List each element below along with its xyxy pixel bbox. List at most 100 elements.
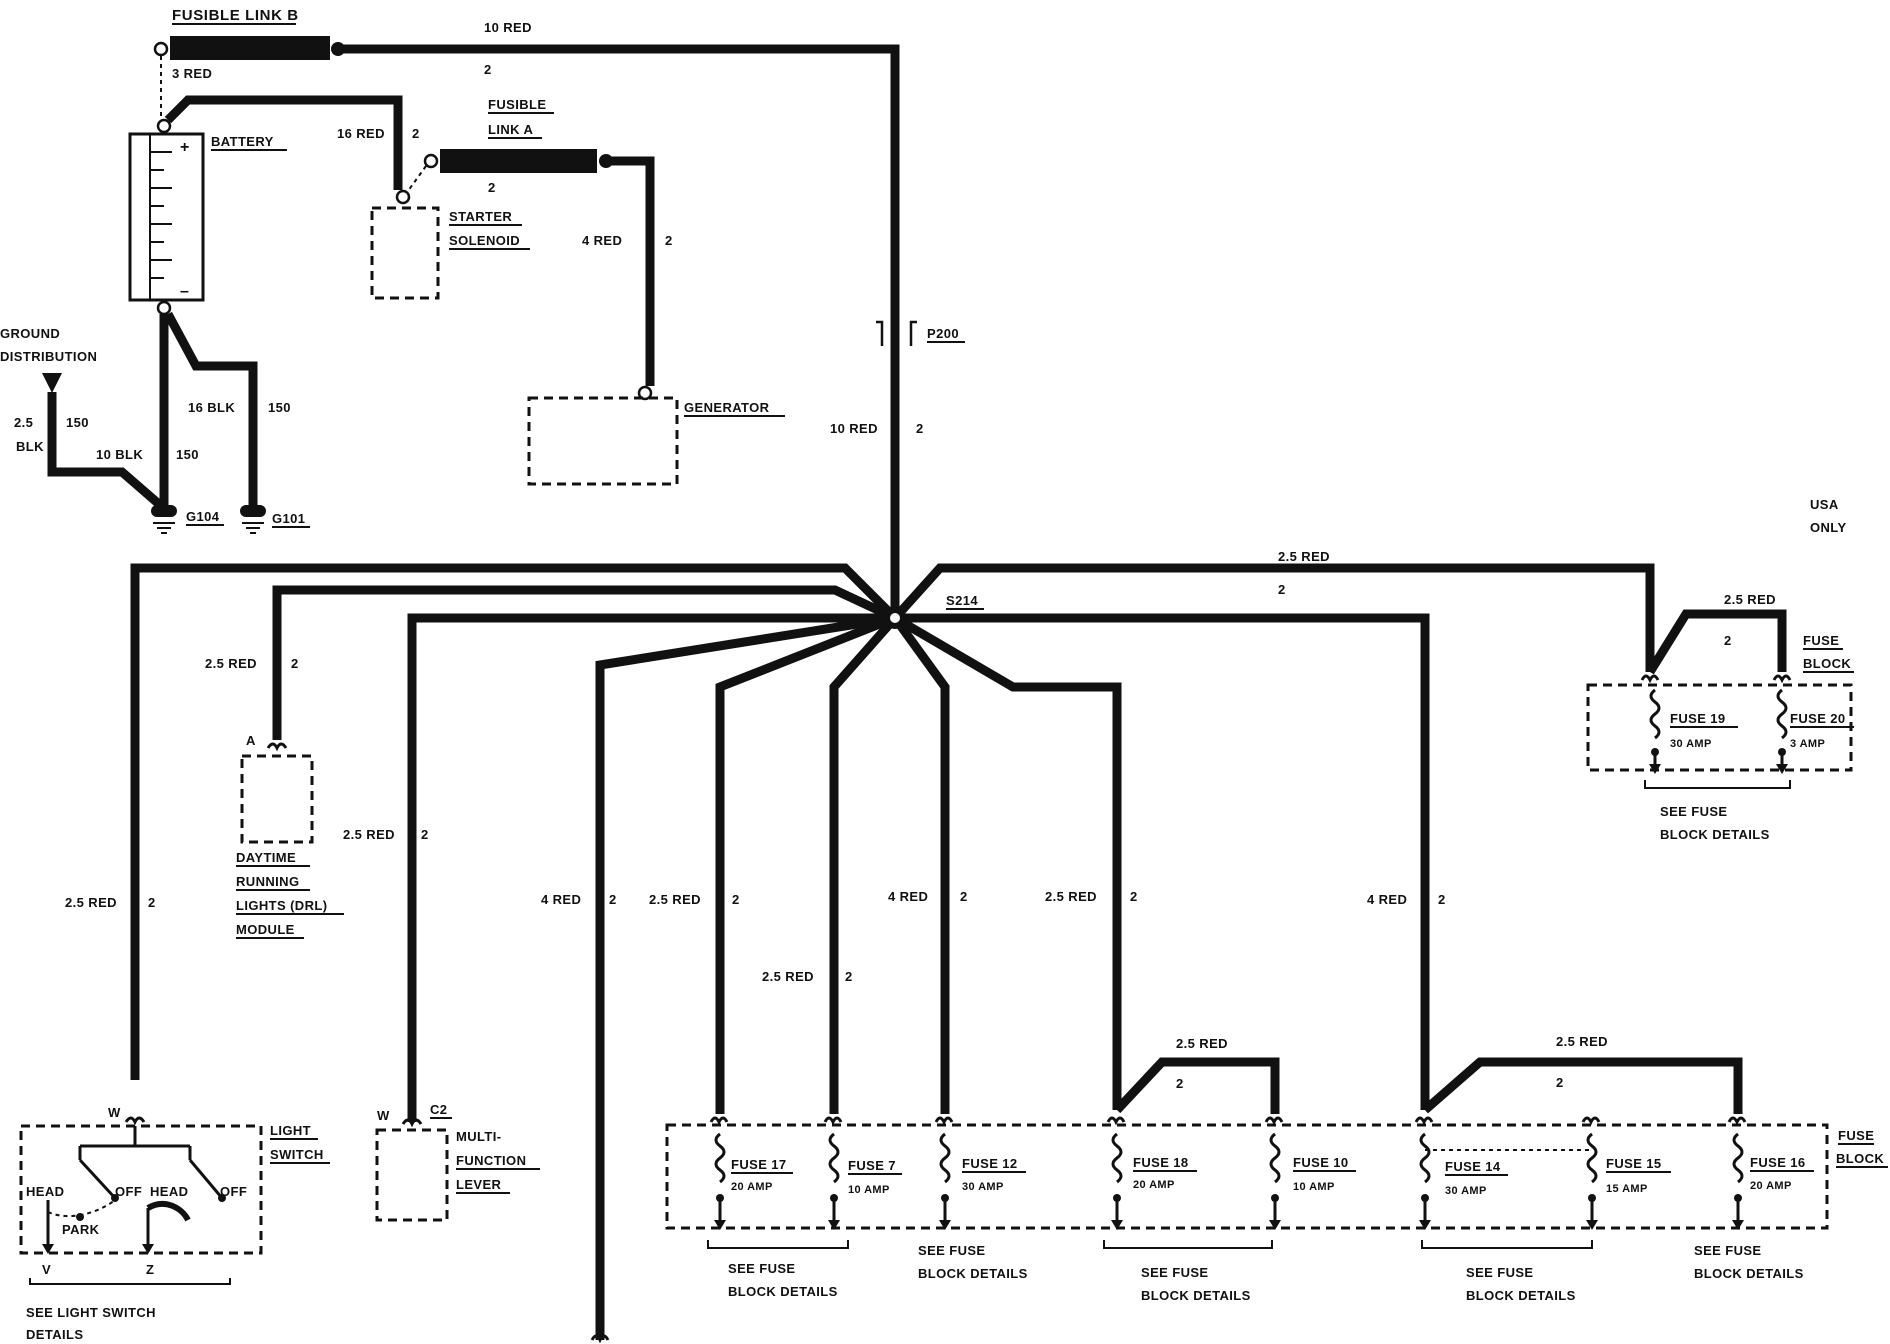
light-switch-z: Z [146,1262,154,1277]
fuse-block-bottom-label-2: BLOCK [1836,1151,1884,1166]
wire-10red-top-label: 10 RED [484,20,532,35]
light-switch-see-1: SEE LIGHT SWITCH [26,1305,156,1320]
fuse-17-name: FUSE 17 [731,1157,787,1172]
wire-num-fuse16: 2 [1556,1075,1564,1090]
ground-150-b: 150 [176,447,199,462]
wire-label-fuse14: 4 RED [1367,892,1407,907]
drl-label-2: RUNNING [236,874,299,889]
starter-solenoid-box [370,206,440,300]
battery: + – [128,118,205,316]
mf-connector [401,1118,423,1128]
starter-label-2: SOLENOID [449,233,520,248]
p200-label: P200 [927,326,959,341]
ground-label-2: DISTRIBUTION [0,349,97,364]
fuse-20-name: FUSE 20 [1790,711,1846,726]
fuse-7-amp: 10 AMP [848,1184,890,1196]
wire-label-fuse19-20: 2.5 RED [1724,592,1776,607]
light-switch-park: PARK [62,1222,100,1237]
fuse-element [1727,1116,1747,1230]
light-switch-label-2: SWITCH [270,1147,324,1162]
fusible-link-a-label-1: FUSIBLE [488,97,546,112]
wire-label-fuse7: 2.5 RED [762,969,814,984]
wire-num-fuse10: 2 [1176,1076,1184,1091]
ground-wire-size: 2.5 [14,415,33,430]
drl-label-4: MODULE [236,922,295,937]
drl-label-1: DAYTIME [236,850,296,865]
fuse-10-name: FUSE 10 [1293,1155,1349,1170]
generator-label: GENERATOR [684,400,770,415]
fuse-19-amp: 30 AMP [1670,738,1712,750]
see-fuse-3-b: BLOCK DETAILS [1141,1288,1251,1303]
p200-connector [876,320,917,346]
light-switch-head-2: HEAD [150,1184,188,1199]
see-fuse-3-a: SEE FUSE [1141,1265,1209,1280]
drl-pin: A [246,733,256,748]
light-switch [19,1116,263,1255]
fuse-7-name: FUSE 7 [848,1158,896,1173]
wire-label-fuse10: 2.5 RED [1176,1036,1228,1051]
wire-num-light-switch: 2 [148,895,156,910]
light-switch-off-1: OFF [115,1184,142,1199]
wire-num-mf: 2 [421,827,429,842]
fuse-block-top-see-2: BLOCK DETAILS [1660,827,1770,842]
mf-label-1: MULTI- [456,1129,501,1144]
fusible-link-b [153,36,900,610]
fuse-element [1106,1116,1126,1230]
wire-label-top-right: 2.5 RED [1278,549,1330,564]
wire-3red-label: 3 RED [172,66,212,81]
wire-4red-num: 2 [665,233,673,248]
drl-label-3: LIGHTS (DRL) [236,898,327,913]
wire-num-fuse7: 2 [845,969,853,984]
generator-box [527,396,679,486]
wire-num-fuse12: 2 [960,889,968,904]
wire-label-fuse18: 2.5 RED [1045,889,1097,904]
light-switch-head-1: HEAD [26,1184,64,1199]
fuse-element [823,1116,843,1230]
fuse-14-amp: 30 AMP [1445,1185,1487,1197]
fuse-block-bottom [665,1123,1829,1230]
wire-label-light-switch: 2.5 RED [65,895,117,910]
wire-label-drl: 2.5 RED [205,656,257,671]
wire-2-top-label: 2 [484,62,492,77]
wire-label-down: 4 RED [541,892,581,907]
fusible-link-a-num: 2 [488,180,496,195]
light-switch-pin: W [108,1105,121,1120]
fuse-10-amp: 10 AMP [1293,1181,1335,1193]
fuse-block-top [1586,674,1853,789]
wire-num-drl: 2 [291,656,299,671]
fuse-20-amp: 3 AMP [1790,738,1825,750]
wire-10red-mid-label: 10 RED [830,421,878,436]
fuse-element [1414,1116,1434,1230]
fuse-15-amp: 15 AMP [1606,1183,1648,1195]
light-switch-see-2: DETAILS [26,1327,83,1342]
wire-10blk-label: 10 BLK [96,447,143,462]
mf-lever-box [375,1128,449,1222]
wire-16red-num: 2 [412,126,420,141]
wire-10red-mid-num: 2 [916,421,924,436]
g101-label: G101 [272,511,305,526]
mf-conn: C2 [430,1102,447,1117]
fusible-link-b-label: FUSIBLE LINK B [172,7,299,24]
fuse-element [709,1116,729,1230]
svg-text:–: – [180,283,189,300]
see-fuse-5-a: SEE FUSE [1694,1243,1762,1258]
wire-num-down: 2 [609,892,617,907]
wire-num-fuse14: 2 [1438,892,1446,907]
wire-label-mf: 2.5 RED [343,827,395,842]
see-fuse-2-a: SEE FUSE [918,1243,986,1258]
fuse-12-name: FUSE 12 [962,1156,1018,1171]
fuse-block-top-see-1: SEE FUSE [1660,804,1728,819]
fuse-16-name: FUSE 16 [1750,1155,1806,1170]
fuse-18-name: FUSE 18 [1133,1155,1189,1170]
ground-150-a: 150 [66,415,89,430]
wire-16red-label: 16 RED [337,126,385,141]
fuse-14-name: FUSE 14 [1445,1159,1501,1174]
see-fuse-1-b: BLOCK DETAILS [728,1284,838,1299]
see-fuse-4-b: BLOCK DETAILS [1466,1288,1576,1303]
drl-connector [266,742,288,752]
wire-16blk-label: 16 BLK [188,400,235,415]
drl-module-box [240,754,314,844]
fusible-link-a-label-2: LINK A [488,122,533,137]
fusible-link-a [407,149,655,401]
